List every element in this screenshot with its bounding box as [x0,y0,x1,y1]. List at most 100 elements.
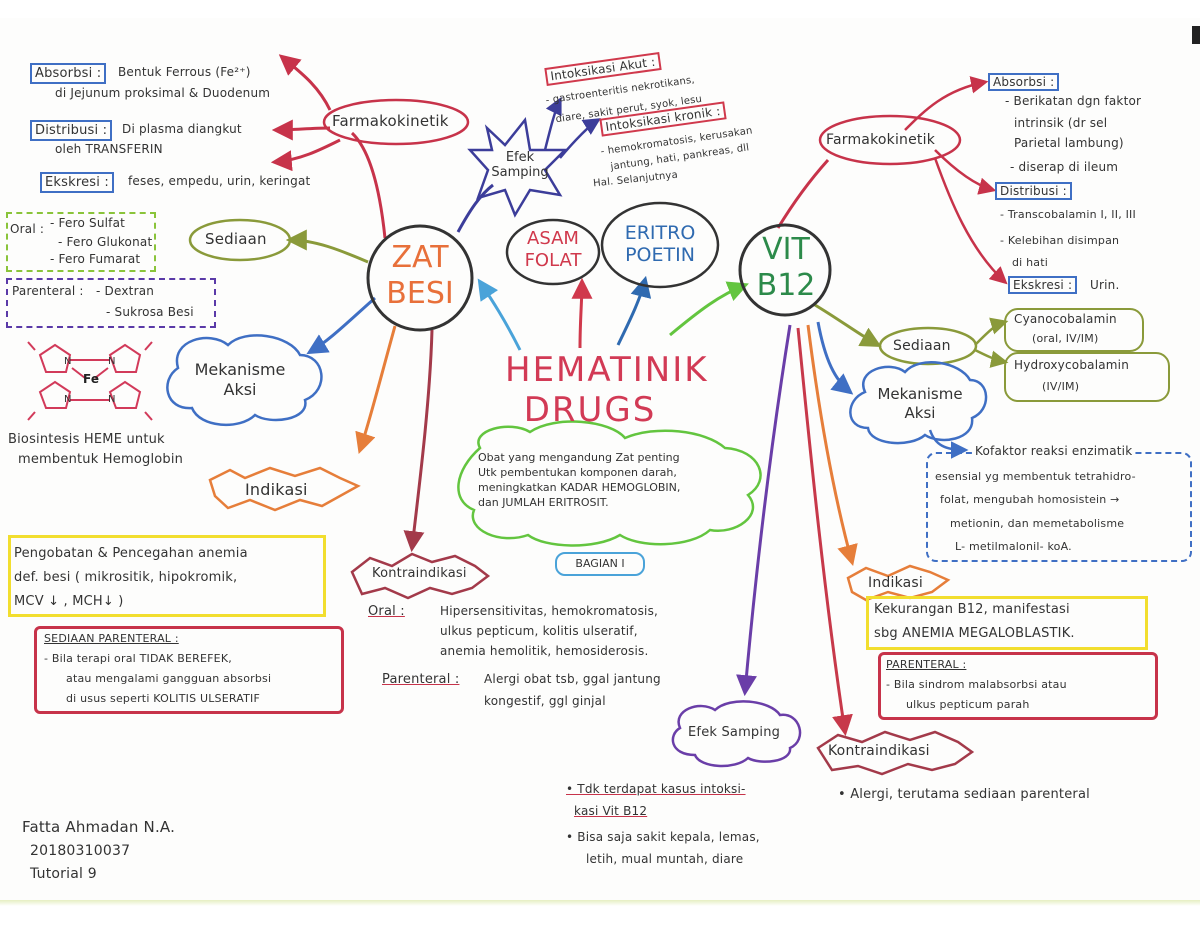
besi-parenteral-item: - Sukrosa Besi [106,305,194,319]
b12-efek-line: • Bisa saja sakit kepala, lemas, [566,830,760,844]
b12-indikasi-line: sbg ANEMIA MEGALOBLASTIK. [874,626,1075,641]
besi-mekanisme-text: Biosintesis HEME untuk [8,432,165,447]
besi-oral-item: - Fero Fumarat [50,252,141,266]
b12-mekanisme-label: Mekanisme Aksi [860,385,980,423]
besi-kontra-label: Kontraindikasi [372,566,467,581]
besi-mekanisme-label: Mekanisme Aksi [180,360,300,400]
besi-efek-star [467,117,569,218]
link-besi-efek [456,183,494,233]
vit-b12-line1: VIT [762,232,810,267]
besi-kontra-oral-line: ulkus pepticum, kolitis ulseratif, [440,624,638,638]
asam-folat-label: ASAM FOLAT [510,228,596,272]
part-label: BAGIAN I [555,552,645,576]
link-sediaan-cyano [974,317,1009,346]
besi-parenteral-indikasi-box [34,626,344,714]
center-title: HEMATINIK DRUGS [505,350,709,430]
besi-sediaan-blob [188,218,292,262]
link-farmako-ekskresi [270,138,341,172]
b12-distribusi-tag: Distribusi : [995,182,1072,200]
link-besi-mekanisme [306,296,376,355]
corner-mark [1192,26,1200,44]
asam-folat-line1: ASAM [527,228,579,249]
b12-efek-line: kasi Vit B12 [574,804,648,818]
b12-distribusi-line: di hati [1012,256,1049,269]
b12-parenteral-tag: PARENTERAL : [886,658,967,671]
b12-indikasi-burst [846,564,951,602]
besi-mekanisme-line2: Aksi [223,380,257,399]
besi-distribusi-line: Di plasma diangkut [122,122,242,136]
heme-n-atom: N [108,394,116,405]
besi-indikasi-burst [208,466,361,512]
b12-mekanisme-line: metionin, dan memetabolisme [950,517,1125,530]
b12-mekanisme-line: folat, mengubah homosistein → [940,493,1120,506]
besi-kontra-oral-line: Hipersensitivitas, hemokromatosis, [440,604,659,618]
eritropoetin-line2: POETIN [625,244,695,266]
b12-parenteral-line: - Bila sindrom malabsorbsi atau [886,678,1067,691]
b12-kontra-text: • Alergi, terutama sediaan parenteral [838,787,1090,802]
besi-kontra-parenteral-tag: Parenteral : [382,672,460,687]
b12-cyano-name: Cyanocobalamin [1014,312,1117,326]
besi-mekanisme-cloud [166,334,323,427]
besi-parenteral-indikasi-tag: SEDIAAN PARENTERAL : [44,632,179,645]
link-besi-indikasi [355,325,397,454]
heme-n-atom: N [64,394,72,405]
b12-efek-label: Efek Samping [688,725,781,740]
b12-mekanisme-line: esensial yg membentuk tetrahidro- [935,470,1136,483]
link-b12-farmako [776,158,830,229]
besi-mekanisme-line1: Mekanisme [194,360,286,379]
besi-absorbsi-line: Bentuk Ferrous (Fe²⁺) [118,65,251,79]
besi-kontra-parenteral-line: kongestif, ggl ginjal [484,694,606,708]
b12-farmako-blob [818,114,962,166]
besi-distribusi-line: oleh TRANSFERIN [55,142,163,156]
besi-parenteral-tag: Parenteral : [12,284,84,298]
link-b12farmako-ekskresi [933,157,1008,285]
link-efek-akut [543,96,562,151]
heme-n-atom: N [64,356,72,367]
definition-line: dan JUMLAH ERITROSIT. [478,496,609,509]
besi-efek-label: Efek Samping [480,150,560,180]
b12-absorbsi-tag: Absorbsi : [988,73,1060,91]
besi-indikasi-line: def. besi ( mikrositik, hipokromik, [14,570,238,585]
besi-kontra-oral-tag: Oral : [368,604,405,619]
link-farmako-distribusi [271,119,331,141]
link-sediaan-hydroxy [974,348,1009,368]
b12-mekanisme-cloud [849,361,988,445]
link-center-b12 [669,281,749,337]
link-center-eritro [616,275,652,346]
b12-kontra-burst [816,730,975,776]
b12-mekanisme-line1: Mekanisme [877,385,963,403]
page-edge [0,900,1200,906]
b12-cyano-route: (oral, IV/IM) [1032,332,1099,345]
b12-sediaan-label: Sediaan [893,338,951,354]
eritropoetin-label: ERITRO POETIN [610,222,710,266]
besi-oral-item: - Fero Glukonat [58,235,153,249]
link-b12farmako-absorbsi [904,76,989,131]
zat-besi-line2: BESI [386,276,454,311]
b12-mekanisme-line: L- metilmalonil- koA. [955,540,1072,553]
link-besi-farmako [350,131,387,239]
b12-hydroxy-box [1004,352,1170,402]
b12-ekskresi-tag: Ekskresi : [1008,276,1078,294]
center-title-line1: HEMATINIK [505,350,709,390]
b12-efek-cloud [671,700,802,768]
besi-oral-item: - Fero Sulfat [50,216,126,230]
besi-farmako-blob [322,98,470,146]
link-efek-kronik [559,118,601,159]
author-id: 20180310037 [30,843,131,859]
top-margin [0,0,1200,18]
definition-cloud [457,420,762,547]
besi-distribusi-tag: Distribusi : [30,120,113,141]
besi-parenteral-item: - Dextran [96,284,155,298]
b12-indikasi-box [866,596,1148,650]
b12-efek-line: • Tdk terdapat kasus intoksi- [566,782,746,796]
b12-parenteral-box [878,652,1158,720]
b12-ekskresi-text: Urin. [1090,278,1120,292]
b12-indikasi-line: Kekurangan B12, manifestasi [874,602,1070,617]
heme-fe-atom: Fe [83,372,100,386]
besi-ekskresi-text: feses, empedu, urin, keringat [128,174,311,188]
b12-farmako-label: Farmakokinetik [826,132,936,148]
besi-parenteral-indikasi-line: di usus seperti KOLITIS ULSERATIF [66,692,261,705]
vit-b12-circle [738,223,832,317]
b12-hydroxy-name: Hydroxycobalamin [1014,358,1130,372]
b12-indikasi-label: Indikasi [868,575,924,591]
